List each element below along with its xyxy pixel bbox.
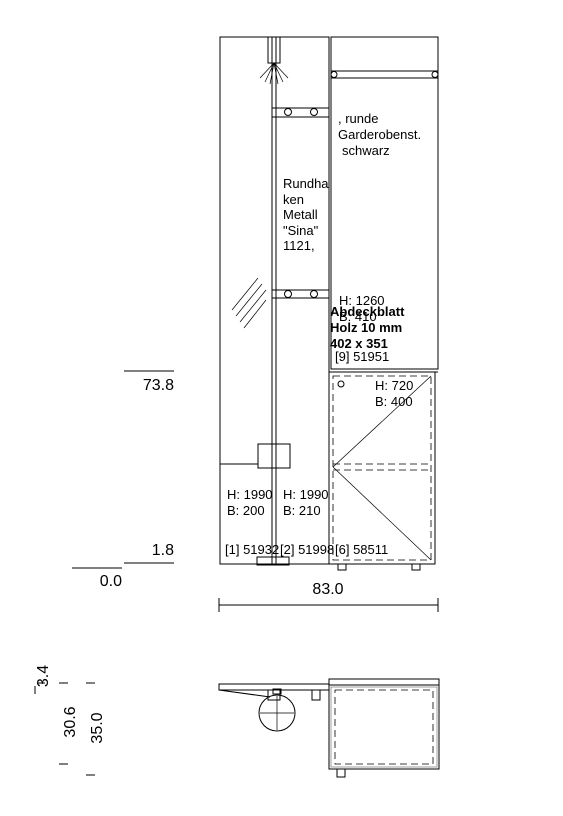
- label-code-1: [1] 51932: [225, 542, 279, 557]
- label-abdeckblatt-1: Abdeckblatt: [330, 304, 405, 319]
- dim-30-6: 30.6: [62, 706, 79, 737]
- label-hook-line2: Garderobenst.: [338, 127, 421, 142]
- label-cabinet-h: H: 720: [375, 378, 413, 393]
- label-rundhaken-5: 1121,: [283, 238, 315, 253]
- label-rundhaken-2: ken: [283, 192, 304, 207]
- cabinet: [328, 371, 436, 571]
- label-rundhaken-3: Metall: [283, 207, 318, 222]
- dim-0-0: 0.0: [100, 573, 122, 590]
- dim-1-8: 1.8: [152, 542, 174, 559]
- plan-pole-base: [258, 694, 296, 732]
- front-elevation: 73.8 1.8 0.0 83.0 , runde Garderobenst. …: [72, 36, 439, 612]
- label-panel-b: B: 410: [339, 309, 377, 324]
- label-panel-code: [9] 51951: [335, 349, 389, 364]
- label-hook-suffix: , runde: [338, 111, 378, 126]
- dim-83-0: 83.0: [312, 581, 343, 598]
- label-pole-b: B: 210: [283, 503, 321, 518]
- knob: [337, 380, 345, 388]
- label-abdeckblatt-2: Holz 10 mm: [330, 320, 402, 335]
- dim-35-0: 35.0: [89, 712, 106, 743]
- label-abdeckblatt-3: 402 x 351: [330, 336, 388, 351]
- dim-73-8: 73.8: [143, 377, 174, 394]
- plan-cabinet: [328, 684, 440, 770]
- label-code-3: [6] 58511: [335, 542, 388, 557]
- height-dimensions: 73.8 1.8 0.0: [72, 370, 174, 590]
- mirror-panel: [219, 36, 330, 565]
- coat-rail: [330, 70, 439, 79]
- label-code-2: [2] 51998: [280, 542, 334, 557]
- label-rundhaken-4: "Sina": [283, 223, 319, 238]
- labels: , runde Garderobenst. schwarz Rundha ken…: [225, 111, 421, 557]
- label-mirror-b: B: 200: [227, 503, 265, 518]
- dim-3-4: 3.4: [35, 665, 52, 687]
- label-rundhaken-1: Rundha: [283, 176, 329, 191]
- glass-hatch: [231, 277, 267, 329]
- label-pole-h: H: 1990: [283, 487, 329, 502]
- width-dimension: 83.0: [218, 581, 439, 612]
- coat-pole: [256, 36, 330, 566]
- label-mirror-h: H: 1990: [227, 487, 273, 502]
- label-cabinet-b: B: 400: [375, 394, 413, 409]
- plan-view: 3.4 30.6 35.0: [34, 665, 440, 778]
- label-hook-line3: schwarz: [342, 143, 390, 158]
- label-panel-h: H: 1260: [339, 293, 385, 308]
